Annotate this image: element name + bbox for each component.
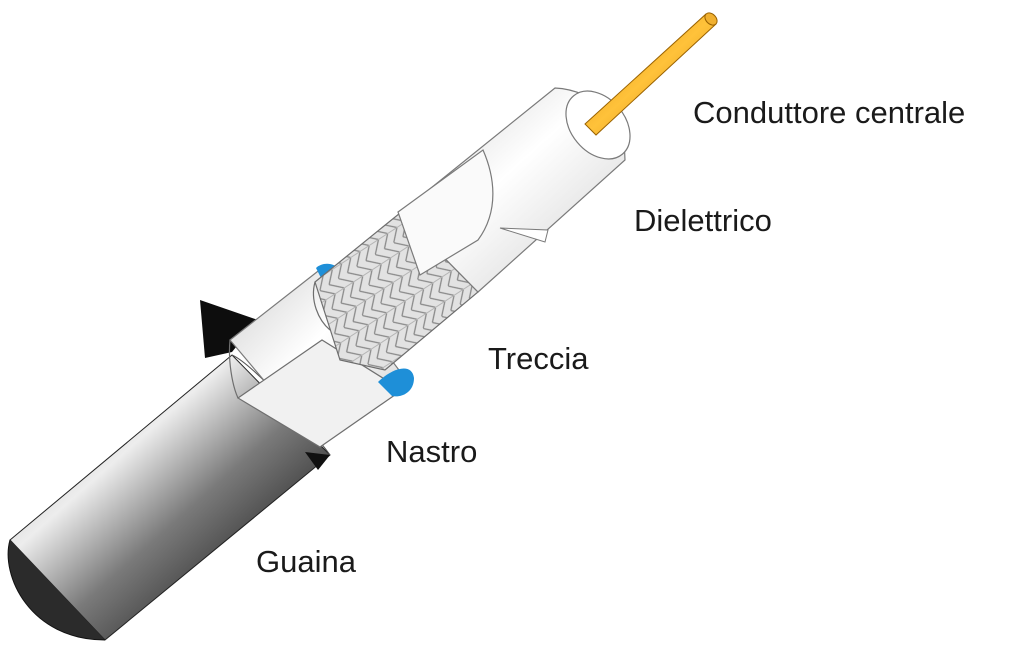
tape-layer: [228, 263, 414, 448]
center-conductor: [584, 12, 718, 136]
label-dielectric: Dielettrico: [634, 203, 772, 238]
label-braid: Treccia: [488, 341, 589, 376]
label-conductor: Conduttore centrale: [693, 95, 966, 130]
label-tape: Nastro: [386, 434, 478, 469]
jacket-flap-top: [200, 300, 258, 358]
dielectric-layer: [397, 87, 631, 293]
foil-blue-bottom: [378, 368, 414, 397]
label-jacket: Guaina: [256, 544, 356, 579]
